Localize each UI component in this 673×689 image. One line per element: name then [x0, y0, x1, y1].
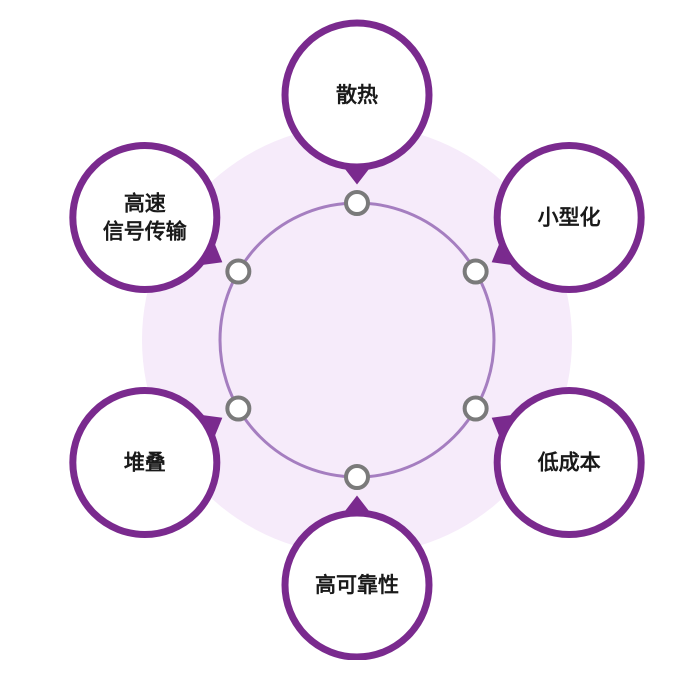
- node-label-line: 高可靠性: [315, 573, 399, 597]
- connector-dot-high-reliability: [344, 464, 370, 490]
- node-label-high-reliability: 高可靠性: [315, 573, 399, 597]
- node-high-reliability: 高可靠性: [281, 495, 433, 660]
- node-label-line: 信号传输: [103, 220, 188, 244]
- node-heat-dissipation: 散热: [281, 19, 433, 185]
- background-halo: [142, 125, 572, 555]
- node-stacking: 堆叠: [69, 387, 223, 538]
- connector-dot-heat-dissipation: [344, 190, 370, 216]
- node-circle-high-reliability: [281, 509, 433, 660]
- node-miniaturization: 小型化: [491, 142, 645, 293]
- connector-dot-high-speed-signal: [225, 258, 252, 285]
- node-label-line: 散热: [336, 83, 378, 107]
- node-low-cost: 低成本: [491, 387, 645, 538]
- node-label-high-speed-signal: 高速信号传输: [103, 192, 188, 244]
- node-circle-high-speed-signal: [69, 142, 221, 293]
- node-label-line: 高速: [124, 192, 166, 216]
- connector-dot-low-cost: [462, 395, 489, 422]
- node-label-stacking: 堆叠: [124, 451, 166, 475]
- node-circle-miniaturization: [493, 142, 645, 293]
- node-circle-low-cost: [493, 387, 645, 538]
- node-label-line: 低成本: [537, 451, 601, 475]
- node-label-miniaturization: 小型化: [538, 206, 601, 230]
- node-label-heat-dissipation: 散热: [336, 83, 378, 107]
- connector-group: [225, 190, 489, 490]
- connector-dot-stacking: [225, 395, 252, 422]
- node-label-low-cost: 低成本: [537, 451, 601, 475]
- node-label-line: 堆叠: [124, 451, 166, 475]
- connector-dot-miniaturization: [462, 258, 489, 285]
- node-circle-heat-dissipation: [281, 19, 433, 171]
- node-label-line: 小型化: [538, 206, 601, 230]
- node-high-speed-signal: 高速信号传输: [69, 142, 223, 293]
- node-circle-stacking: [69, 387, 221, 538]
